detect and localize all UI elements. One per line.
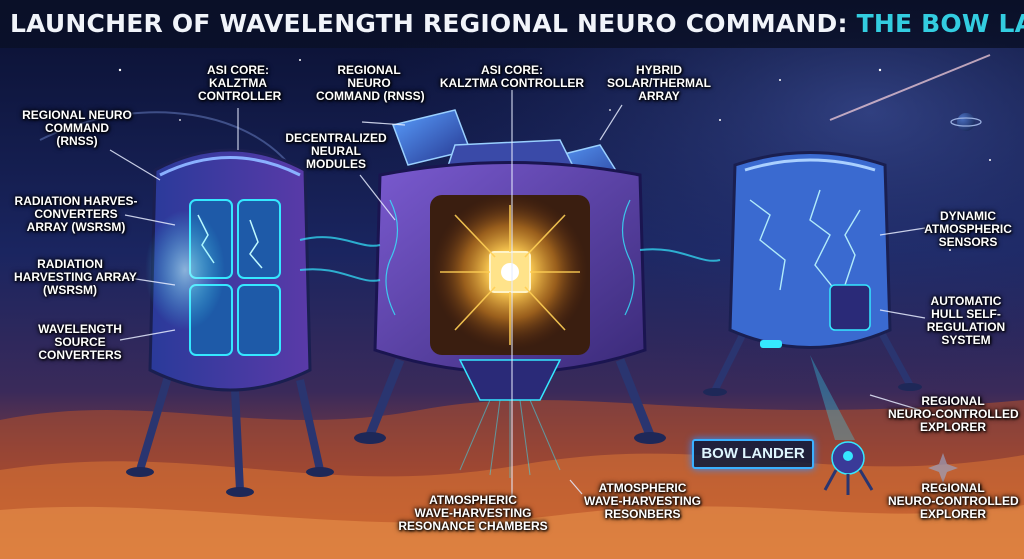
ringed-planet-icon xyxy=(950,113,982,131)
label-resonance-chambers: ATMOSPHERIC WAVE-HARVESTING RESONANCE CH… xyxy=(398,493,548,533)
bow-lander-badge-text: BOW LANDER xyxy=(701,445,805,462)
sparkle-star-icon xyxy=(928,453,958,483)
title-accent: THE BOW LANDER xyxy=(856,9,1024,38)
bow-lander-badge: BOW LANDER xyxy=(692,439,814,469)
explorer-drone-icon xyxy=(823,441,874,495)
lander-pod-right xyxy=(703,151,922,440)
label-radiation-array: RADIATION HARVESTING ARRAY (WSRSM) xyxy=(14,257,137,297)
label-explorer-upper: REGIONAL NEURO-CONTROLLED EXPLORER xyxy=(888,394,1019,434)
label-resonbers: ATMOSPHERIC WAVE-HARVESTING RESONBERS xyxy=(584,481,701,521)
label-rnss-left: REGIONAL NEURO COMMAND (RNSS) xyxy=(22,108,132,148)
label-dynamic-sensors: DYNAMIC ATMOSPHERIC SENSORS xyxy=(924,209,1012,249)
label-wavelength-converters: WAVELENGTH SOURCE CONVERTERS xyxy=(38,322,122,362)
page-title: LAUNCHER OF WAVELENGTH REGIONAL NEURO CO… xyxy=(10,9,1024,38)
label-decentralized: DECENTRALIZED NEURAL MODULES xyxy=(285,131,387,171)
label-radiation-converters: RADIATION HARVES- CONVERTERS ARRAY (WSRS… xyxy=(14,194,138,234)
title-bar xyxy=(0,0,1024,48)
label-hybrid-array: HYBRID SOLAR/THERMAL ARRAY xyxy=(607,63,711,103)
label-explorer-lower: REGIONAL NEURO-CONTROLLED EXPLORER xyxy=(888,481,1019,521)
lander-pod-left xyxy=(126,148,334,497)
title-main: LAUNCHER OF WAVELENGTH REGIONAL NEURO CO… xyxy=(10,9,857,38)
label-hull-regulation: AUTOMATIC HULL SELF- REGULATION SYSTEM xyxy=(926,294,1006,347)
label-asi-core-left: ASI CORE: KALZTMA CONTROLLER xyxy=(198,63,282,103)
lander-pod-center xyxy=(299,109,721,478)
label-asi-core-top: ASI CORE: KALZTMA CONTROLLER xyxy=(439,63,585,90)
label-rnss-top: REGIONAL NEURO COMMAND (RNSS) xyxy=(316,63,425,103)
